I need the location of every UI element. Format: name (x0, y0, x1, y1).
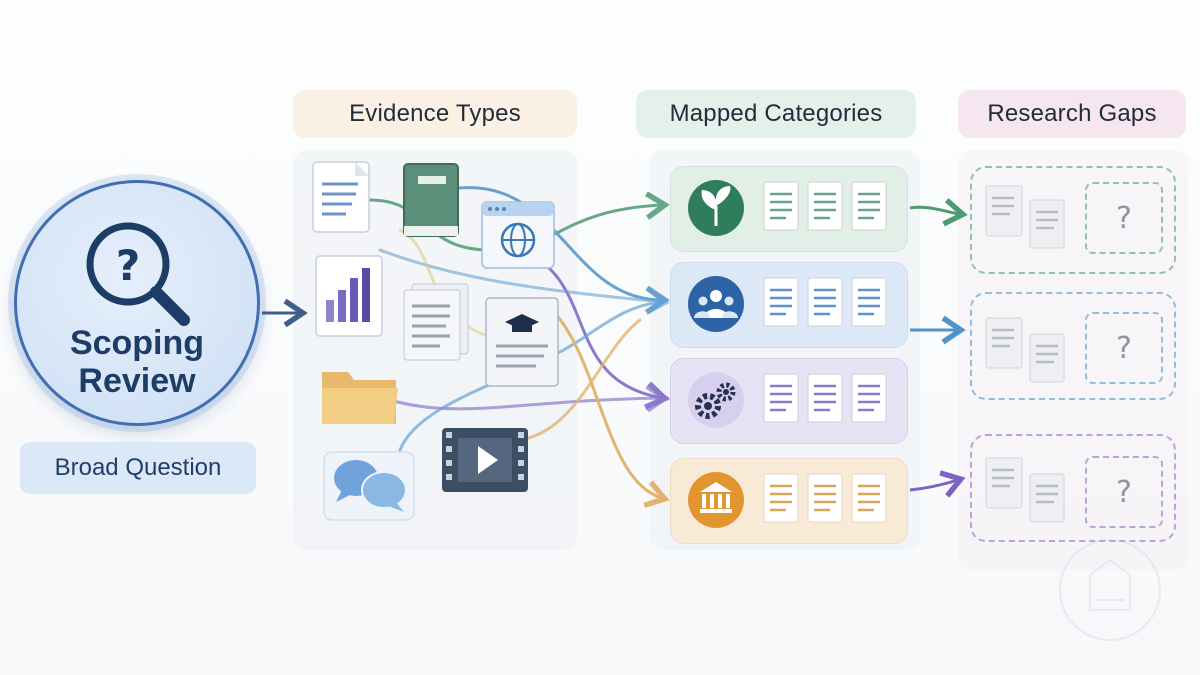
academic-document-icon (485, 297, 559, 387)
broad-question-label: Broad Question (20, 442, 256, 494)
arrow-gap-1 (909, 198, 968, 227)
flow-blue-1 (458, 186, 670, 315)
gap-question-3: ? (1085, 456, 1163, 528)
flow-blue-2 (378, 248, 670, 315)
arrow-gap-3 (909, 470, 966, 498)
flow-orange-2 (518, 318, 642, 442)
mapped-categories-header: Mapped Categories (636, 90, 916, 138)
category-documents-orange (763, 473, 887, 523)
institution-icon (688, 472, 744, 528)
bar-chart-document-icon (315, 255, 383, 337)
web-page-icon (481, 201, 555, 269)
video-icon (442, 428, 528, 492)
plant-icon (688, 180, 744, 236)
gap-documents-3 (985, 457, 1065, 523)
watermark-logo (1059, 539, 1161, 641)
gap-box-2 (970, 292, 1176, 400)
category-documents-purple (763, 373, 887, 423)
flow-purple-2 (388, 383, 670, 413)
flow-orange-1 (538, 298, 670, 508)
gap-box-3 (970, 434, 1176, 542)
gap-question-2: ? (1085, 312, 1163, 384)
gap-box-1 (970, 166, 1176, 274)
document-stack-icon (403, 283, 469, 361)
chat-bubbles-icon (323, 451, 415, 521)
book-icon (403, 163, 459, 237)
magnifier-question-icon: ? (86, 222, 190, 326)
question-mark-glyph: ? (116, 241, 140, 290)
folder-icon (322, 372, 398, 424)
gears-icon (688, 372, 744, 428)
category-documents-blue (763, 277, 887, 327)
evidence-types-header: Evidence Types (293, 90, 577, 138)
scoping-review-title: Scoping Review (69, 324, 205, 400)
category-documents-green (763, 181, 887, 231)
gap-documents-2 (985, 317, 1065, 383)
research-gaps-header: Research Gaps (958, 90, 1186, 138)
people-icon (688, 276, 744, 332)
gap-question-1: ? (1085, 182, 1163, 254)
text-document-icon (312, 161, 370, 233)
gap-documents-1 (985, 185, 1065, 249)
